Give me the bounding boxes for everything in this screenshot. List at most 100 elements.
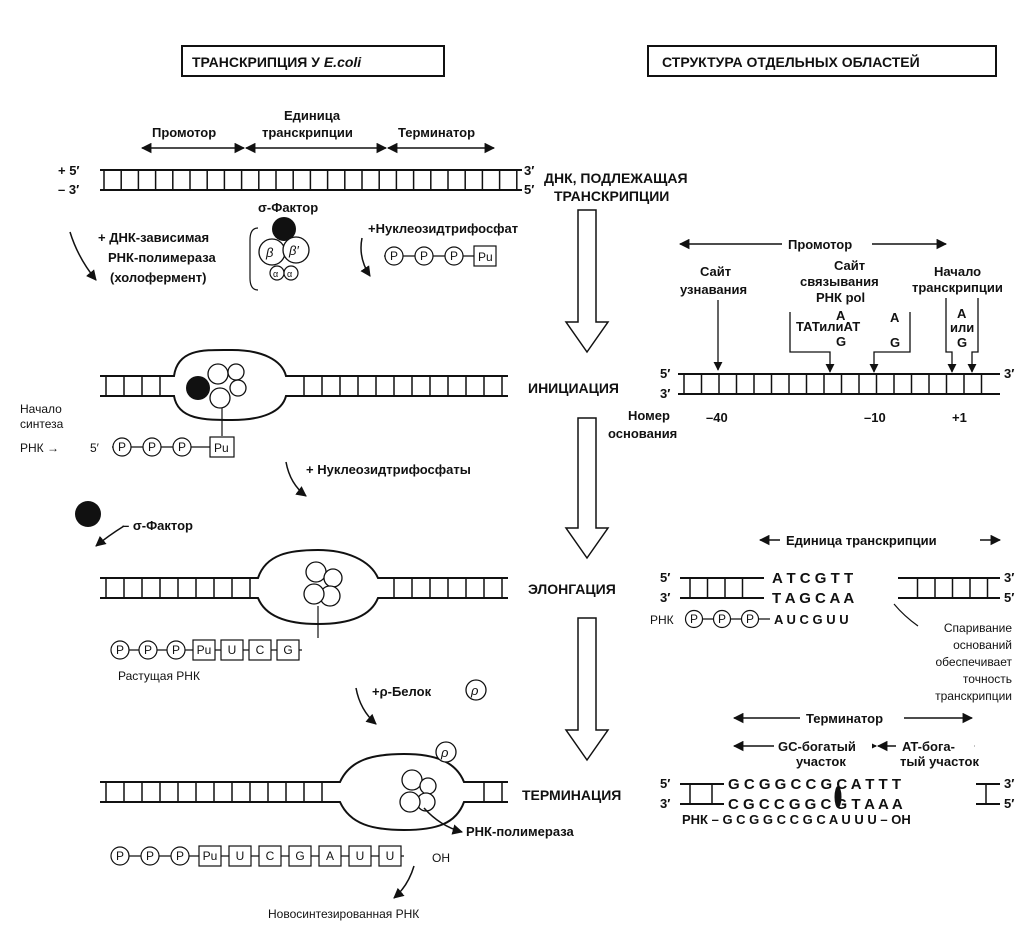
chain-node-label: U — [228, 643, 237, 657]
tx-start-line2: транскрипции — [912, 280, 1003, 295]
term-rna-seq: РНК – G C G G C C G C A U U U – OH — [682, 812, 911, 827]
unit-rna-seq: A U C G U U — [774, 612, 849, 627]
unit-rna-label: РНК — [650, 613, 674, 627]
term-five-right: 5′ — [1004, 796, 1014, 811]
ntps-label: + Нуклеозидтрифосфаты — [306, 462, 471, 477]
big-arrow-1 — [564, 209, 610, 354]
holoenzyme-add-arrow — [69, 231, 97, 281]
end3-label: 3′ — [524, 163, 534, 178]
chain-node-label: G — [295, 849, 304, 863]
alpha-label-1: α — [273, 269, 278, 279]
unit-three-right: 3′ — [1004, 570, 1014, 585]
ntps-add-arrow — [285, 461, 307, 497]
chain-node-label: U — [356, 849, 365, 863]
promoter-detail-label: Промотор — [788, 237, 852, 252]
initiation-polymerase — [186, 363, 247, 436]
unit-five-right: 5′ — [1004, 590, 1014, 605]
start-a: A — [957, 306, 967, 321]
terminator-detail: Терминатор GC-богатый участок AT-бога- т… — [660, 708, 1014, 827]
holoenzyme-line1: + ДНК-зависимая — [98, 230, 209, 245]
sigma-factor-label: σ-Фактор — [258, 200, 318, 215]
init-pu: Pu — [214, 441, 229, 455]
unit-three-left: 3′ — [660, 590, 670, 605]
term-three-left: 3′ — [660, 796, 670, 811]
start-g: G — [957, 335, 967, 350]
at-line1: AT-бога- — [902, 739, 955, 754]
pos-minus10: –10 — [864, 410, 886, 425]
termination-dna — [100, 752, 508, 832]
init-p2: P — [148, 440, 156, 454]
left-title: ТРАНСКРИПЦИЯ У — [192, 54, 324, 70]
pos-minus40: –40 — [706, 410, 728, 425]
tata-label: ТАТилиАТ — [796, 319, 860, 334]
tx-start-arrow-1 — [945, 298, 957, 373]
rec-site-line2: узнавания — [680, 282, 747, 297]
chain-node-label: P — [176, 849, 184, 863]
term-top-seq: G C G G C C G C A T T T — [728, 776, 901, 793]
nucleotide-node — [378, 845, 402, 867]
ntp-p3-label: P — [450, 249, 458, 263]
ntp-base-label: Pu — [478, 250, 493, 264]
unit-detail: Единица транскрипции 5′ 3′ 3′ 5′ A T C G… — [650, 530, 1014, 703]
right-title: СТРУКТУРА ОТДЕЛЬНЫХ ОБЛАСТЕЙ — [662, 53, 920, 70]
rec-site-line1: Сайт — [700, 264, 731, 279]
prom-three-right: 3′ — [1004, 366, 1014, 381]
chain-node-label: A — [326, 849, 334, 863]
new-rna-label: Новосинтезированная РНК — [268, 907, 419, 921]
elongation-label: ЭЛОНГАЦИЯ — [528, 581, 616, 597]
big-arrow-2 — [564, 417, 610, 560]
initiation-rna-label: РНК → — [20, 441, 59, 455]
chain-node-label: P — [146, 849, 154, 863]
dyad-axis-mark — [834, 786, 842, 808]
unit-detail-label: Единица транскрипции — [786, 533, 937, 548]
rnapol-pointer-arrow — [423, 807, 464, 835]
unit-p2: P — [718, 612, 726, 626]
chain-node-label: C — [266, 849, 275, 863]
pairing-note-line: точность — [963, 672, 1012, 686]
alpha-label-2: α — [287, 269, 292, 279]
bind-site-line2: связывания — [800, 274, 879, 289]
unit-p1: P — [690, 612, 698, 626]
dna-label-line2: ТРАНСКРИПЦИИ — [554, 188, 669, 204]
nucleotide-node — [248, 639, 272, 661]
pairing-note-line: обеспечивает — [936, 655, 1013, 669]
rho-protein-icon — [465, 679, 487, 701]
beta-label: β — [265, 245, 274, 260]
nucleotide-node — [198, 845, 222, 867]
initiation-label: ИНИЦИАЦИЯ — [528, 380, 619, 396]
pos-plus1: +1 — [952, 410, 967, 425]
chain-node-label: Pu — [203, 849, 218, 863]
top-region-labels: Промотор Единица транскрипции Терминатор — [140, 108, 496, 154]
minus3-label: – 3′ — [58, 182, 79, 197]
pairing-note-line: оснований — [953, 638, 1012, 652]
growing-rna-label: Растущая РНК — [118, 669, 200, 683]
init-p3: P — [178, 440, 186, 454]
nucleotide-node — [348, 845, 372, 867]
init-p1: P — [118, 440, 126, 454]
rho-label: +ρ-Белок — [372, 684, 432, 699]
termination-polymerase: ρ — [399, 741, 457, 813]
svg-text:ТРАНСКРИПЦИЯ У E.coli: ТРАНСКРИПЦИЯ У E.coli — [192, 54, 362, 70]
promoter-label: Промотор — [152, 125, 216, 140]
oh-label: OH — [432, 851, 450, 865]
phosphate-node — [138, 640, 158, 660]
nucleotide-node — [318, 845, 342, 867]
dna-top-ladder — [100, 169, 522, 191]
elongation-dna — [100, 548, 508, 626]
start-ili: или — [950, 320, 974, 335]
terminator-label: Терминатор — [398, 125, 475, 140]
chain-node-label: P — [116, 643, 124, 657]
bind-site-line3: РНК pol — [816, 290, 865, 305]
end5-label: 5′ — [524, 182, 534, 197]
initiation-dna — [100, 348, 508, 422]
nucleotide-node — [276, 639, 300, 661]
nucleotide-node — [228, 845, 252, 867]
big-arrows — [564, 209, 610, 762]
base-number-line1: Номер — [628, 408, 670, 423]
sigma-release-arrow — [95, 525, 125, 547]
terminator-detail-label: Терминатор — [806, 711, 883, 726]
sigma-factor-subunit — [272, 217, 296, 241]
nucleotide-node — [288, 845, 312, 867]
left-title-box: ТРАНСКРИПЦИЯ У E.coli — [181, 45, 445, 77]
chain-node-label: G — [283, 643, 292, 657]
